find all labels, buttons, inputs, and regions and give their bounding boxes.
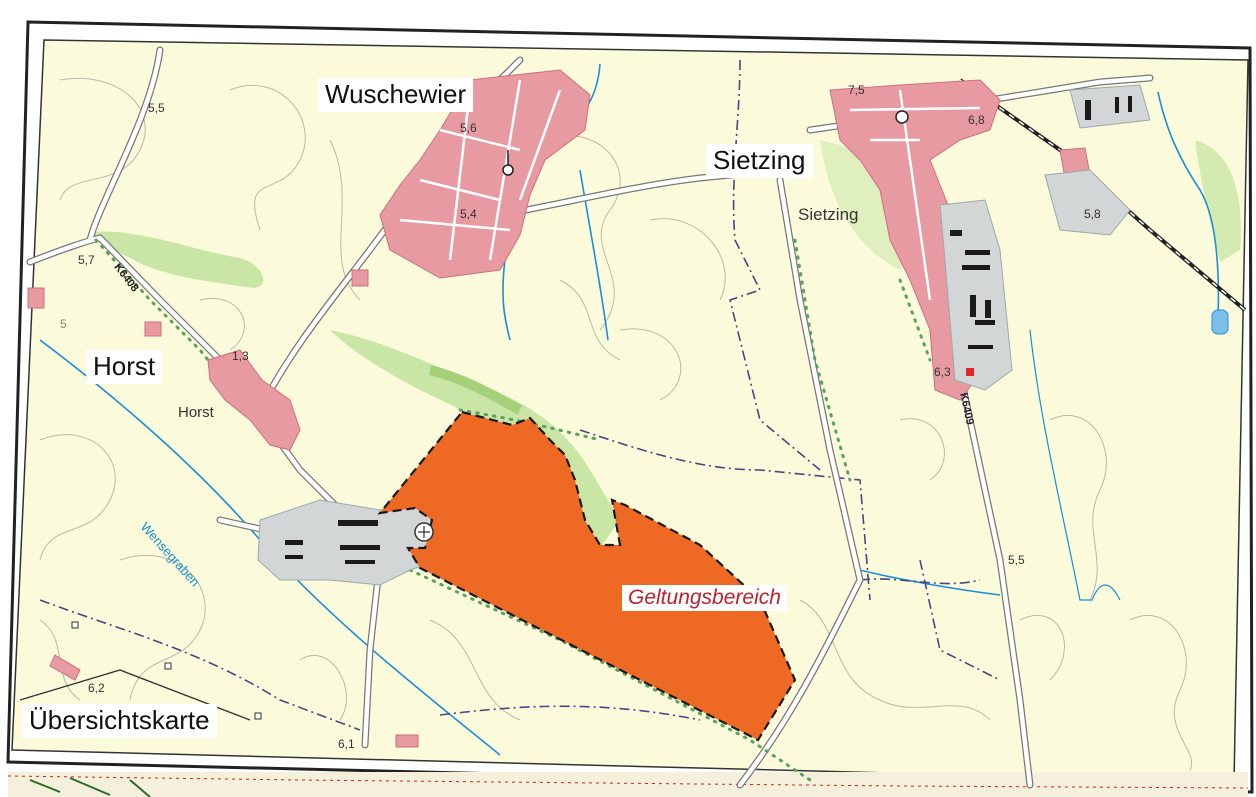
map-name-sietzing: Sietzing: [798, 205, 859, 224]
roundabout-icon-sietzing: [895, 110, 909, 124]
contour-lines: [39, 78, 1193, 771]
spot-height: 5,4: [460, 207, 477, 221]
contour-label: 5: [60, 317, 67, 331]
spot-height: 6,2: [88, 681, 105, 695]
spot-height: 6,3: [934, 365, 951, 379]
spot-height: 5,5: [148, 101, 165, 115]
settlement-wuschewier: [379, 69, 591, 279]
spot-height: 5,7: [78, 253, 95, 267]
spot-height: 5,5: [1008, 553, 1025, 567]
label-wuschewier: Wuschewier: [318, 78, 474, 112]
spot-height: 6,8: [968, 113, 985, 127]
map-frame: [6, 20, 1254, 794]
tree-rows: [94, 238, 932, 782]
buildings: [285, 96, 1132, 564]
small-square-markers: [71, 621, 262, 720]
spot-height: 7,5: [848, 83, 865, 97]
spot-height: 6,1: [338, 737, 355, 751]
map-name-horst: Horst: [178, 404, 214, 421]
pond: [1211, 309, 1229, 335]
spot-height: 5,6: [460, 121, 477, 135]
settlement-horst: [27, 269, 419, 748]
church-icon-wuschewier: [502, 164, 514, 176]
label-uebersichtskarte: Übersichtskarte: [22, 704, 217, 738]
next-map-strip: [8, 772, 1248, 797]
spot-height: 5,8: [1084, 207, 1101, 221]
spot-height: 1,3: [232, 349, 249, 363]
label-geltungsbereich: Geltungsbereich: [622, 585, 787, 612]
industrial-areas: [257, 84, 1151, 586]
label-horst: Horst: [86, 350, 163, 384]
label-sietzing: Sietzing: [706, 144, 813, 178]
